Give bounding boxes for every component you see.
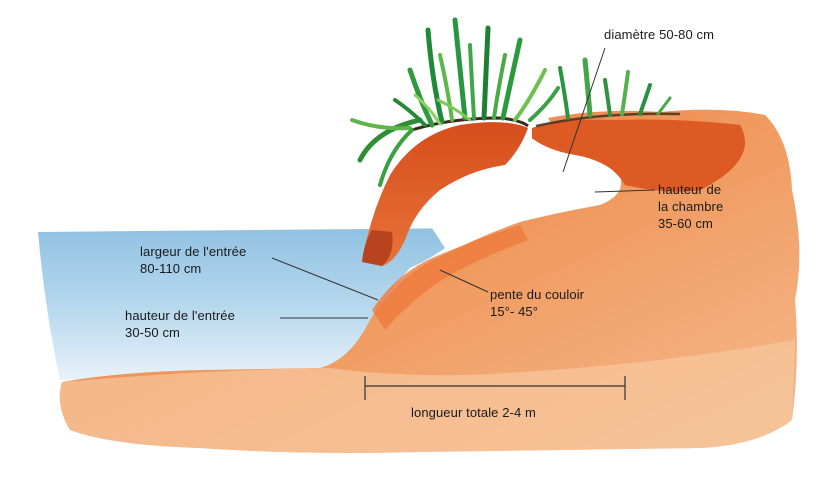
label-diametre: diamètre 50-80 cm [604,26,714,43]
label-pente-couloir: pente du couloir 15°- 45° [490,286,584,320]
label-longueur-totale: longueur totale 2-4 m [411,404,536,421]
label-hauteur-entree: hauteur de l'entrée 30-50 cm [125,307,235,341]
label-hauteur-chambre: hauteur de la chambre 35-60 cm [658,181,723,232]
label-largeur-entree: largeur de l'entrée 80-110 cm [140,243,246,277]
